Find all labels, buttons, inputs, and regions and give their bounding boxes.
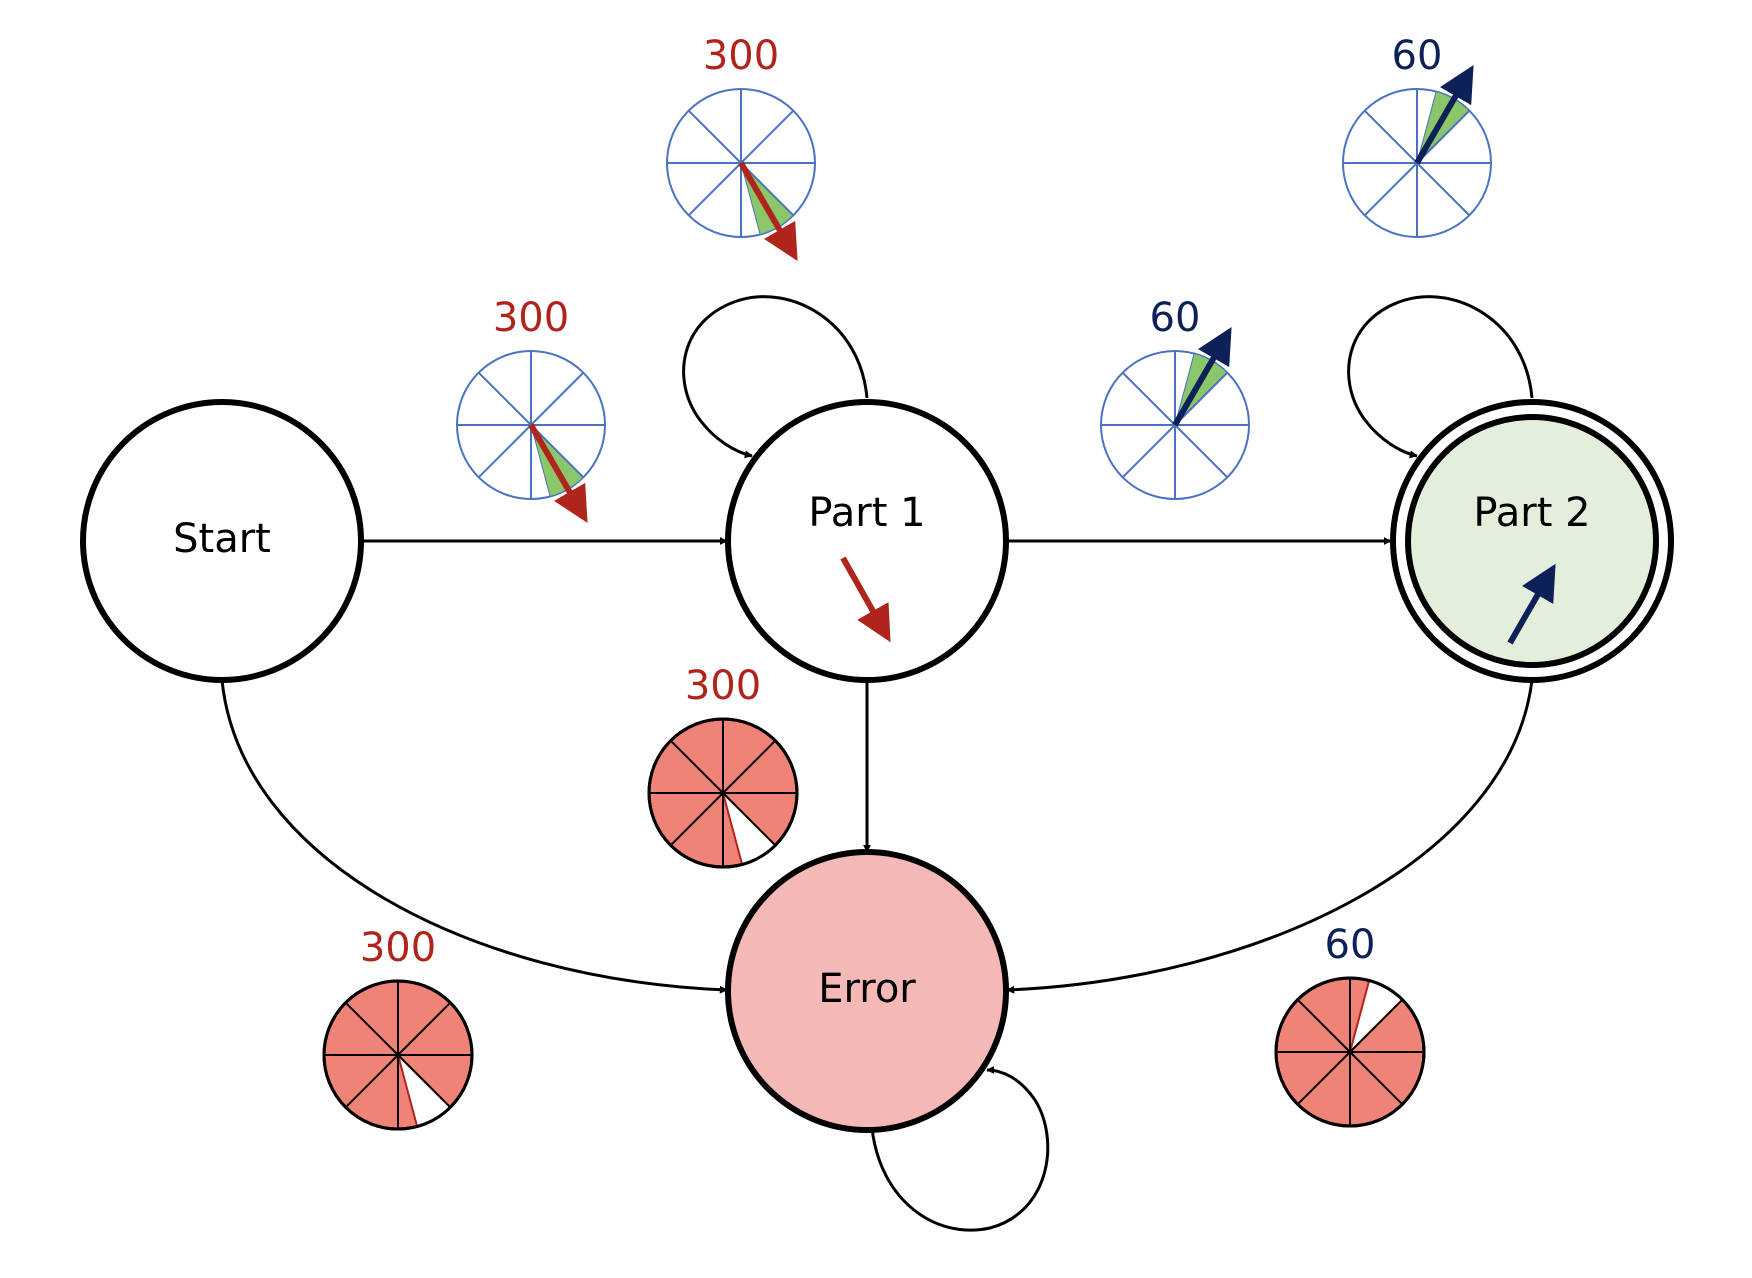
node-part1-label: Part 1	[808, 490, 925, 536]
dial-count-label: 300	[703, 33, 779, 79]
dial-spoke	[1363, 162, 1418, 217]
dial-spoke	[669, 792, 724, 847]
node-part1-direction-arrow-icon	[840, 556, 891, 643]
dial-count-label: 60	[1150, 295, 1201, 341]
dial-spoke	[530, 424, 585, 479]
dial-part2-loop: 60	[1342, 33, 1492, 238]
node-part2-label: Part 2	[1473, 490, 1590, 536]
dial-spoke	[722, 739, 777, 794]
dial-spoke	[722, 792, 777, 847]
dial-spoke	[687, 162, 742, 217]
edge-part2-self-loop	[1347, 295, 1534, 459]
node-start-circle	[80, 399, 364, 683]
edge-error-self-loop	[870, 1066, 1050, 1232]
dial-start-to-error: 300	[322, 925, 474, 1131]
dial-spoke	[1363, 109, 1418, 164]
dial-spoke	[740, 162, 795, 217]
dial-part2-to-error: 60	[1274, 922, 1426, 1128]
dial-rim	[647, 717, 799, 869]
node-part2-direction-arrow-icon	[1507, 563, 1556, 645]
dial-spoke	[477, 371, 532, 426]
node-part1: Part 1	[725, 399, 1009, 683]
node-part1-circle	[725, 399, 1009, 683]
dial-spoke	[1121, 424, 1176, 479]
dial-spoke	[1296, 998, 1351, 1053]
dial-count-label: 300	[685, 663, 761, 709]
edge-part2-to-error	[1006, 679, 1534, 994]
dial-start-to-part1: 300	[456, 295, 606, 524]
dial-spoke	[1121, 371, 1176, 426]
dial-spoke	[1416, 109, 1471, 164]
node-error: Error	[725, 849, 1009, 1133]
direction-arrow-icon	[1414, 64, 1474, 165]
direction-arrow-icon	[528, 423, 588, 524]
edge-start-to-error	[220, 679, 728, 994]
edges	[220, 295, 1534, 1232]
dial-part1-to-error: 300	[647, 663, 799, 869]
edge-part1-self-loop	[682, 295, 869, 459]
dial-spoke	[1296, 1051, 1351, 1106]
dial-spoke	[397, 1001, 452, 1056]
dial-spoke	[530, 371, 585, 426]
dial-part1-loop: 300	[666, 33, 816, 262]
node-error-circle	[725, 849, 1009, 1133]
dial-spoke	[1349, 998, 1404, 1053]
dial-spoke	[1416, 162, 1471, 217]
dial-rim	[322, 979, 474, 1131]
node-start-label: Start	[173, 516, 271, 562]
dial-spoke	[344, 1054, 399, 1109]
dial-count-label: 60	[1325, 922, 1376, 968]
direction-arrow-icon	[1172, 326, 1232, 427]
dial-spoke	[687, 109, 742, 164]
node-part2: Part 2	[1390, 399, 1674, 683]
dial-spoke	[477, 424, 532, 479]
dial-count-label: 300	[360, 925, 436, 971]
node-start: Start	[80, 399, 364, 683]
dial-spoke	[740, 109, 795, 164]
dial-spoke	[1174, 371, 1229, 426]
dial-spoke	[1349, 1051, 1404, 1106]
dial-spoke	[397, 1054, 452, 1109]
dial-part1-to-part2: 60	[1100, 295, 1250, 500]
dial-spoke	[344, 1001, 399, 1056]
dial-spoke	[669, 739, 724, 794]
direction-arrow-icon	[738, 161, 798, 262]
node-part2-inner-circle	[1405, 414, 1659, 668]
dial-count-label: 60	[1392, 33, 1443, 79]
dial-rim	[1274, 976, 1426, 1128]
dial-count-label: 300	[493, 295, 569, 341]
node-error-label: Error	[818, 966, 916, 1012]
dial-spoke	[1174, 424, 1229, 479]
